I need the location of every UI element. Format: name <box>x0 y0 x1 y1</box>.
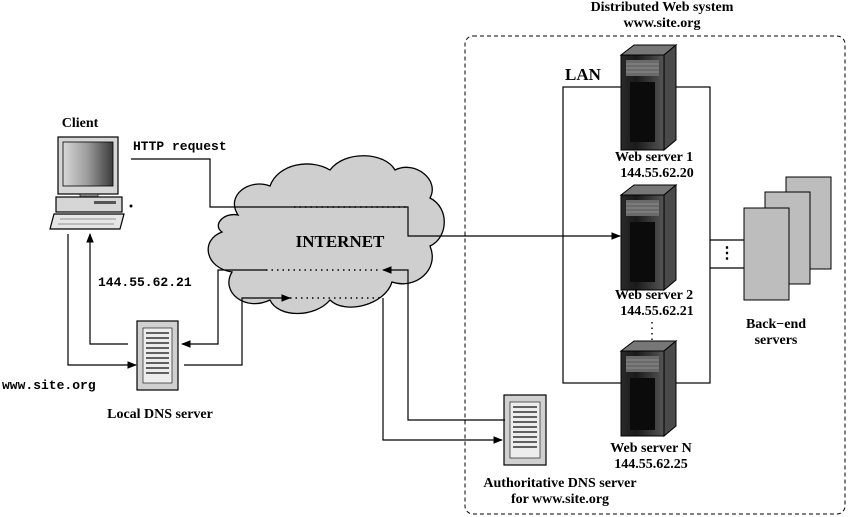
backend-servers-icon <box>743 176 832 301</box>
auth-dns-reply-arrow <box>382 266 505 421</box>
http-request-label: HTTP request <box>133 139 227 154</box>
http-request-arrow <box>131 158 621 240</box>
ip-reply-label: 144.55.62.21 <box>98 275 192 290</box>
system-title: Distributed Web system <box>591 0 734 15</box>
distributed-system-boundary <box>464 35 846 515</box>
local-dns-label: Local DNS server <box>107 407 213 422</box>
web-server-2-icon <box>619 183 678 292</box>
ip-reply-arrow <box>86 233 128 345</box>
client-computer-icon <box>49 136 133 230</box>
system-domain: www.site.org <box>624 16 701 31</box>
local-dns-reply-arrow <box>181 269 266 348</box>
lan-label: LAN <box>565 65 602 84</box>
local-dns-query-arrow <box>184 294 291 366</box>
web-server-1-name: Web server 1 <box>615 150 693 165</box>
backend-label-line1: Back−end <box>746 317 806 332</box>
backend-ellipsis: ⋮ <box>719 245 735 262</box>
web-server-2-name: Web server 2 <box>615 288 693 303</box>
local-dns-server-icon <box>136 320 179 391</box>
web-server-2-ip: 144.55.62.21 <box>620 304 694 319</box>
web-server-1-ip: 144.55.62.20 <box>620 166 694 181</box>
web-server-1-icon <box>619 43 678 152</box>
internet-cloud <box>207 155 445 314</box>
web-server-n-name: Web server N <box>610 441 691 456</box>
auth-dns-query-arrow <box>382 298 503 444</box>
client-query-label: www.site.org <box>2 378 96 393</box>
auth-dns-label-line2: for www.site.org <box>511 492 609 507</box>
internet-label: INTERNET <box>296 232 385 251</box>
backend-label-line2: servers <box>755 333 798 348</box>
auth-dns-label-line1: Authoritative DNS server <box>483 476 636 491</box>
web-server-n-icon <box>619 339 678 438</box>
authoritative-dns-server-icon <box>503 394 547 466</box>
web-server-n-ip: 144.55.62.25 <box>614 457 688 472</box>
client-label: Client <box>62 116 99 131</box>
dns-query-arrow <box>67 234 137 369</box>
